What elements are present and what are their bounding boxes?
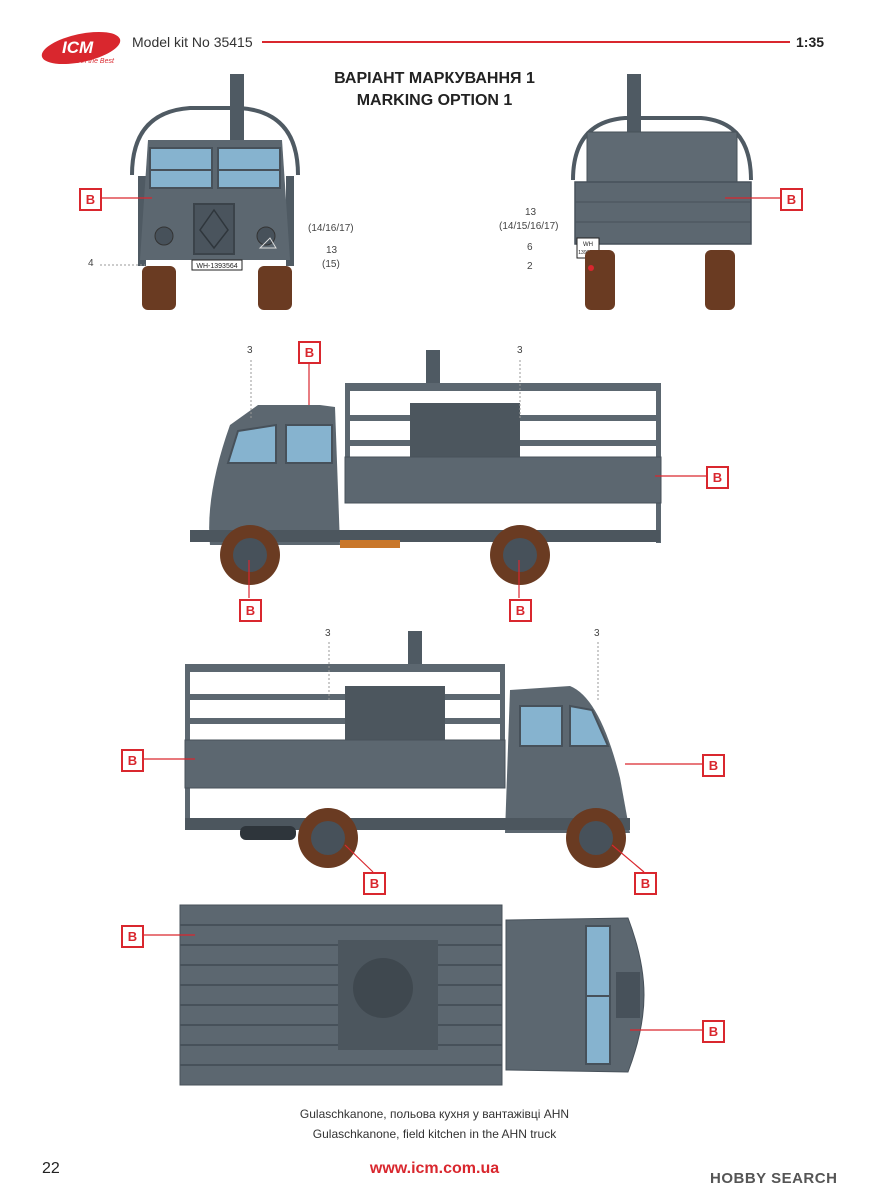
leader-front-4 (100, 264, 145, 266)
caption-en: Gulaschkanone, field kitchen in the AHN … (312, 1127, 557, 1141)
logo-text: ICM (62, 38, 94, 57)
marker-b-side2-bed: B (121, 749, 144, 772)
marker-b-side2-cab: B (702, 754, 725, 777)
model-kit-number: Model kit No 35415 (132, 34, 253, 50)
leader-rear-b (725, 197, 780, 199)
website-link[interactable]: www.icm.com.ua (369, 1160, 500, 1177)
marker-b-front: B (79, 188, 102, 211)
marker-b-side1-front-wheel: B (239, 599, 262, 622)
page-title-en: MARKING OPTION 1 (356, 92, 513, 109)
rear-view-drawing: WH 1393564 (571, 74, 753, 310)
marker-b-side1-bed: B (706, 466, 729, 489)
callout-front-4: 4 (88, 258, 94, 269)
front-plate-text: WH-1393564 (196, 263, 237, 270)
marker-b-rear: B (780, 188, 803, 211)
callout-side1-3a: 3 (247, 345, 253, 356)
scale-label: 1:35 (796, 34, 825, 50)
caption-ua: Gulaschkanone, польова кухня у вантажівц… (299, 1107, 570, 1121)
page-number: 22 (42, 1160, 60, 1177)
leader-front-b (100, 197, 152, 199)
marker-b-top-bed: B (121, 925, 144, 948)
callout-rear-2: 2 (527, 261, 533, 272)
callout-rear-6: 6 (527, 242, 533, 253)
callout-rear-14-15-16-17: (14/15/16/17) (499, 221, 559, 232)
icm-logo: ICM Not in the Best (38, 28, 124, 72)
side-view-right-drawing (184, 631, 630, 868)
callout-side2-3a: 3 (325, 628, 331, 639)
marker-b-side2-rear-wheel: B (363, 872, 386, 895)
top-view-drawing (179, 904, 645, 1086)
marker-b-side2-front-wheel: B (634, 872, 657, 895)
callout-front-13: 13 (326, 245, 338, 256)
logo-shape (41, 31, 121, 65)
header-rule (262, 41, 790, 43)
marker-b-side1-rear-wheel: B (509, 599, 532, 622)
callout-side1-3b: 3 (517, 345, 523, 356)
callout-front-15: (15) (322, 259, 340, 270)
rear-plate-line1: WH (583, 242, 593, 248)
logo-slogan: Not in the Best (68, 58, 114, 65)
watermark: HOBBY SEARCH (710, 1170, 838, 1187)
front-view-drawing: WH-1393564 (130, 74, 300, 310)
page-title-ua: ВАРІАНТ МАРКУВАННЯ 1 (334, 70, 535, 87)
callout-side2-3b: 3 (594, 628, 600, 639)
side-view-left-drawing (190, 350, 662, 585)
callout-front-14-16-17: (14/16/17) (308, 223, 354, 234)
marker-b-top-cab: B (702, 1020, 725, 1043)
callout-rear-13: 13 (525, 207, 537, 218)
